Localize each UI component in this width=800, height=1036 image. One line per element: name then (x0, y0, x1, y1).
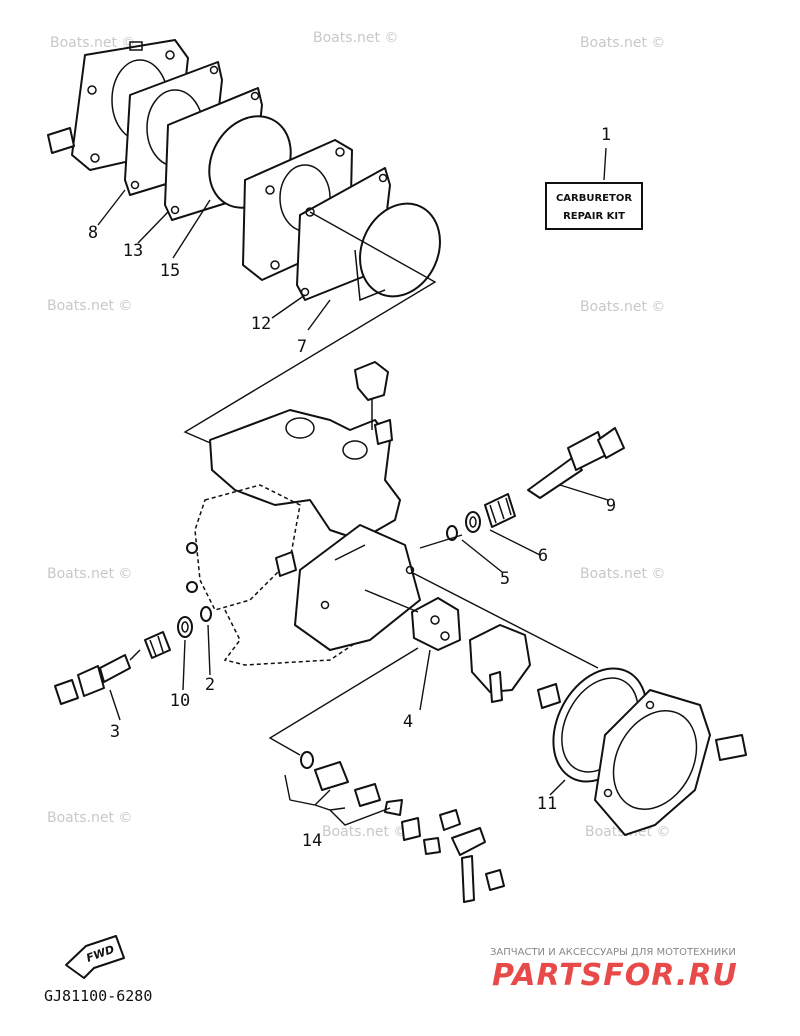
fwd-arrow-icon: FWD (65, 935, 125, 979)
callout-11: 11 (537, 794, 557, 814)
repair-kit-label: CARBURETOR REPAIR KIT (545, 182, 643, 230)
watermark: Boats.net © (580, 299, 665, 315)
brand-name: PARTSFOR.RU (492, 958, 738, 993)
watermark: Boats.net © (580, 35, 665, 51)
callout-13: 13 (123, 241, 143, 261)
part-6-spring (484, 493, 516, 528)
callout-4: 4 (403, 712, 413, 732)
watermark: Boats.net © (322, 824, 407, 840)
part-5-o-ring (446, 525, 458, 541)
watermarks: Boats.net © Boats.net © Boats.net © Boat… (47, 30, 670, 840)
part-6-washer (465, 511, 481, 533)
part-3-pilot-screw (54, 649, 141, 705)
kit-label-line1: CARBURETOR (556, 193, 632, 204)
callout-15: 15 (160, 261, 180, 281)
part-4-gasket (411, 597, 461, 651)
kit-label-line2: REPAIR KIT (563, 211, 625, 222)
part-2-o-ring (200, 606, 212, 622)
watermark: Boats.net © (47, 298, 132, 314)
callout-1: 1 (601, 125, 611, 145)
callout-10: 10 (170, 691, 190, 711)
alignment-lines-bottom (268, 534, 599, 756)
diagram-code: GJ81100-6280 (44, 987, 152, 1005)
callout-3: 3 (110, 722, 120, 742)
alignment-lines-top (183, 211, 437, 446)
callout-9: 9 (606, 496, 616, 516)
callout-5: 5 (500, 569, 510, 589)
watermark: Boats.net © (50, 35, 135, 51)
watermark: Boats.net © (47, 566, 132, 582)
callout-2: 2 (205, 675, 215, 695)
watermark: Boats.net © (580, 566, 665, 582)
part-10-spring (144, 616, 193, 659)
brand-tagline: ЗАПЧАСТИ И АКСЕССУАРЫ ДЛЯ МОТОТЕХНИКИ (490, 947, 736, 958)
callout-8: 8 (88, 223, 98, 243)
callout-7: 7 (297, 337, 307, 357)
part-9-needle-screw (527, 427, 625, 499)
carburetor-throttle-plate (294, 524, 421, 651)
watermark: Boats.net © (47, 810, 132, 826)
callout-6: 6 (538, 546, 548, 566)
diaphragm-cover (594, 689, 747, 836)
callout-numbers: 1 2 3 4 5 6 7 8 9 10 11 12 13 14 15 (88, 125, 616, 851)
carburetor-body (209, 361, 401, 541)
accelerator-pump-housing (469, 624, 561, 709)
callout-leaders (97, 147, 609, 826)
callout-14: 14 (302, 831, 322, 851)
brand-footer: ЗАПЧАСТИ И АКСЕССУАРЫ ДЛЯ МОТОТЕХНИКИ PA… (490, 947, 738, 993)
callout-12: 12 (251, 314, 271, 334)
part-14-fittings (300, 751, 505, 903)
carburetor-lower-body (186, 484, 361, 666)
watermark: Boats.net © (313, 30, 398, 46)
